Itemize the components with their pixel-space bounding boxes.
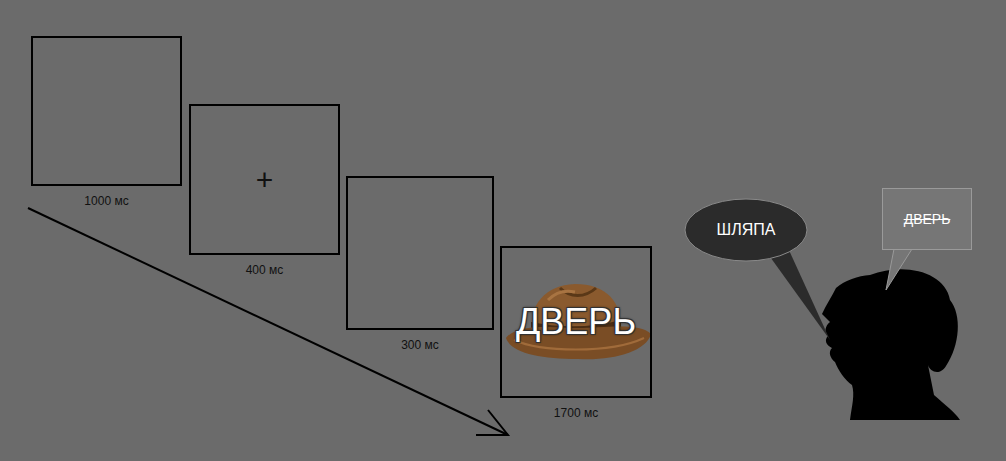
stimulus-frame: ДВЕРЬ1700 мс: [500, 246, 652, 398]
word-text: ШЛЯПА: [717, 221, 776, 239]
bubble-tail: [886, 249, 912, 290]
duration-label: 400 мс: [246, 263, 284, 277]
word-text: ДВЕРЬ: [904, 211, 951, 227]
speech-bubble: ШЛЯПА: [684, 198, 808, 262]
stimulus-frame: 1000 мс: [31, 36, 182, 186]
bubble-body: [685, 199, 807, 261]
head-silhouette: [822, 269, 960, 420]
duration-label: 300 мс: [401, 338, 439, 352]
bubble-tail: [768, 248, 830, 340]
fixation-cross: +: [256, 163, 274, 197]
word-text: ДВЕРЬ: [516, 301, 636, 343]
stimulus-frame: 300 мс: [346, 176, 494, 330]
duration-label: 1700 мс: [554, 406, 598, 420]
duration-label: 1000 мс: [84, 194, 128, 208]
thought-box: ДВЕРЬ: [882, 188, 972, 250]
timeline-arrow: [28, 208, 508, 435]
stimulus-frame: +400 мс: [189, 104, 340, 255]
hat-picture: [506, 284, 651, 359]
